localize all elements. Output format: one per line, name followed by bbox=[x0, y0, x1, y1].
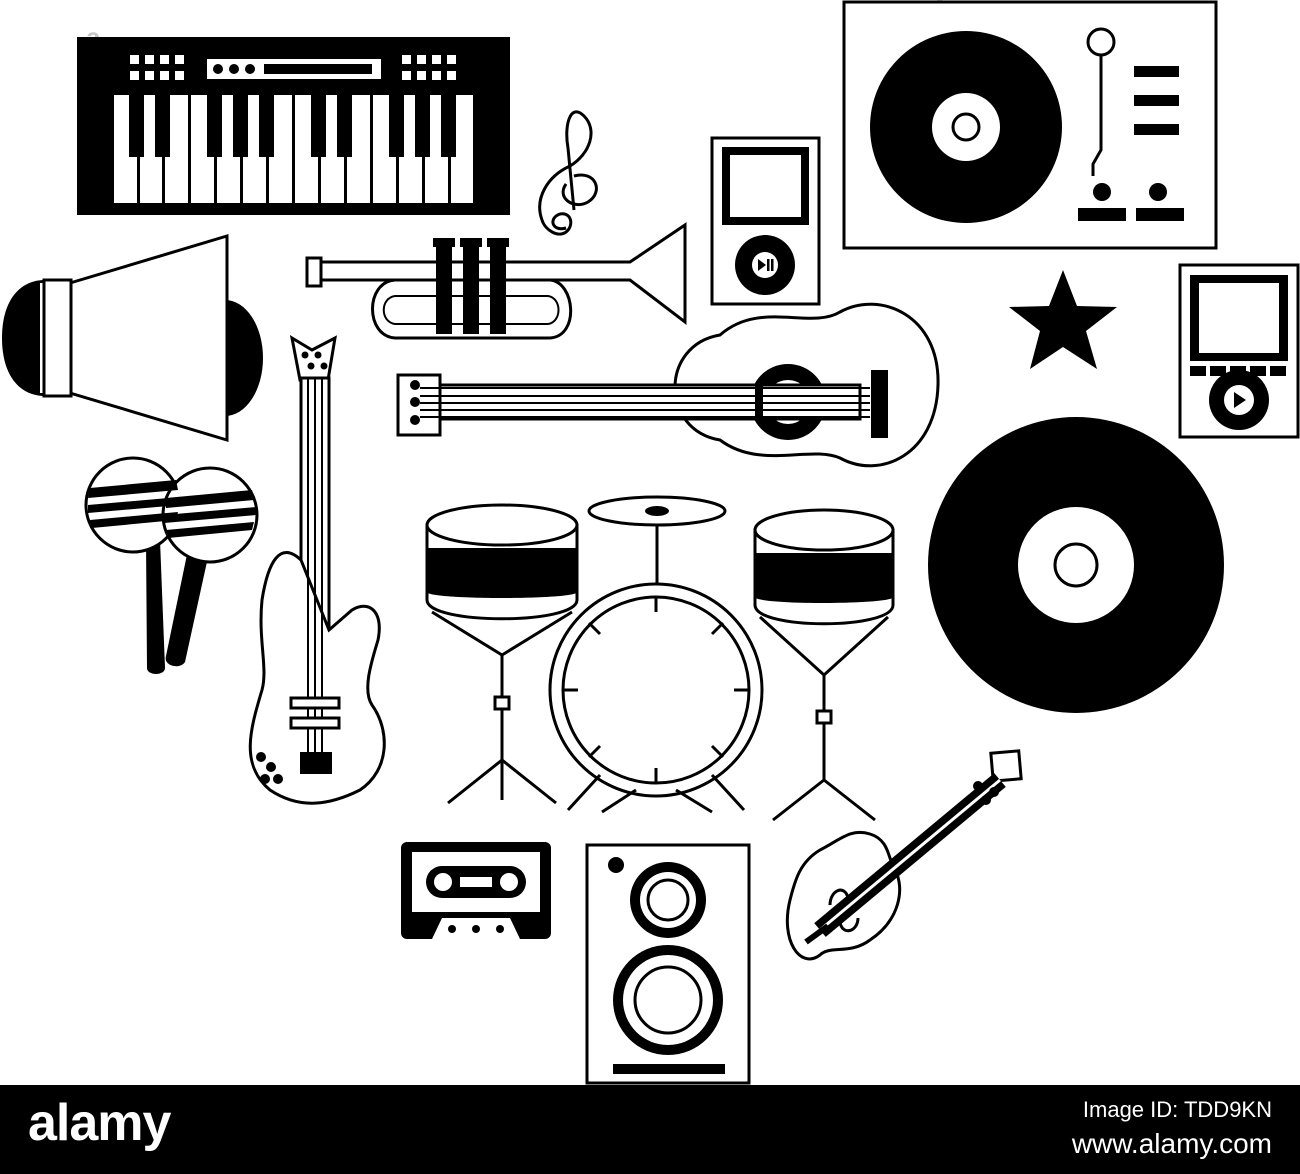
image-id-label: Image ID: TDD9KN bbox=[1082, 1097, 1272, 1122]
trumpet-icon bbox=[305, 222, 687, 340]
cassette-tape-icon bbox=[401, 842, 551, 939]
footer-brand-logo[interactable]: alamy bbox=[28, 1094, 171, 1152]
violin-icon bbox=[785, 749, 1023, 961]
maracas-icon bbox=[84, 456, 259, 674]
mp3-player-icon bbox=[710, 136, 821, 306]
keyboard-icon bbox=[77, 37, 510, 215]
turntable-icon bbox=[842, 0, 1218, 250]
electric-bass-icon bbox=[248, 334, 386, 805]
treble-clef-icon bbox=[538, 110, 598, 236]
music-icons-illustration bbox=[2, 0, 1300, 1085]
site-link[interactable]: www.alamy.com bbox=[1071, 1128, 1272, 1159]
acoustic-guitar-icon bbox=[396, 302, 940, 468]
drum-kit-icon bbox=[425, 495, 895, 822]
portable-media-player-icon bbox=[1178, 263, 1300, 439]
speaker-icon bbox=[585, 843, 751, 1085]
vinyl-record-icon bbox=[928, 417, 1224, 713]
star-icon bbox=[1009, 270, 1117, 369]
footer-info: Image ID: TDD9KN www.alamy.com bbox=[1072, 1095, 1272, 1163]
megaphone-icon bbox=[2, 233, 263, 443]
footer-bar: alamy Image ID: TDD9KN www.alamy.com bbox=[0, 1085, 1300, 1174]
